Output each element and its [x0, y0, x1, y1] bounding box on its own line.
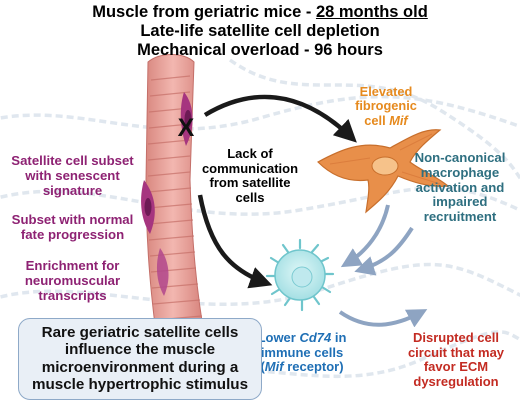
- header-line-3: Mechanical overload - 96 hours: [137, 41, 383, 59]
- arrow-immune-to-circuit: [338, 309, 428, 328]
- block-mark: X: [178, 114, 195, 142]
- summary-box: Rare geriatric satellite cells influence…: [18, 318, 262, 400]
- label-macrophage-activation: Non-canonical macrophage activation and …: [414, 150, 506, 225]
- summary-line: influence the muscle: [64, 341, 216, 359]
- header-age: 28 months old: [315, 3, 428, 21]
- arrow-to-fibrogenic: [203, 94, 357, 143]
- arrow-to-immune: [197, 194, 273, 289]
- label-neuromuscular: Enrichment for neuromuscular transcripts: [24, 258, 121, 303]
- label-disrupted-circuit: Disrupted cell circuit that may favor EC…: [407, 330, 505, 389]
- label-lower-cd74: Lower Cd74 in immune cells (Mif receptor…: [257, 330, 347, 375]
- label-lack-of-communication: Lack of communication from satellite cel…: [201, 146, 299, 205]
- fibrogenic-cell-icon: [317, 129, 450, 214]
- header-line-2: Late-life satellite cell depletion: [140, 22, 380, 40]
- arrow-macrophage-to-immune: [354, 226, 414, 276]
- summary-line: microenvironment during a: [41, 358, 239, 376]
- satellite-cell-normal: [141, 180, 155, 234]
- satellite-cell-senescent: [180, 92, 193, 146]
- immune-cell-icon: [265, 238, 335, 312]
- blocked-communication-icon: X: [178, 114, 195, 142]
- label-normal-fate: Subset with normal fate progression: [11, 212, 134, 242]
- header-line-1: Muscle from geriatric mice - 28 months o…: [0, 3, 520, 21]
- summary-line: Rare geriatric satellite cells: [41, 324, 239, 341]
- arrow-fibrogenic-to-immune: [340, 204, 390, 268]
- label-fibrogenic: Elevated fibrogenic cell Mif: [355, 84, 417, 128]
- label-senescent-subset: Satellite cell subset with senescent sig…: [11, 153, 134, 198]
- satellite-cell-lower: [156, 248, 169, 296]
- header-line-1-prefix: Muscle from geriatric mice -: [92, 3, 316, 21]
- summary-line: muscle hypertrophic stimulus: [31, 376, 249, 394]
